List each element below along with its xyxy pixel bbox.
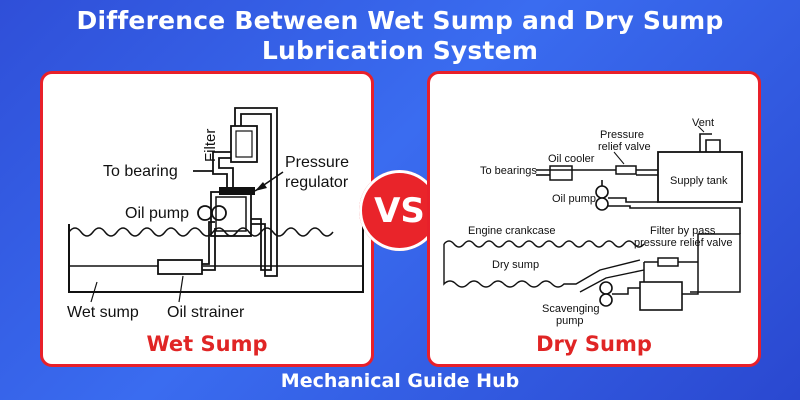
label-wet-sump: Wet sump <box>67 304 139 321</box>
scavenging-pump-gear-2 <box>599 293 613 307</box>
label-to-bearing: To bearing <box>103 163 178 180</box>
oil-surface-wave <box>68 227 334 237</box>
oil-strainer-shape <box>157 259 203 275</box>
label-scavenging: Scavenging <box>542 303 600 315</box>
label-dry-sump: Dry sump <box>492 259 539 271</box>
oil-pump-gear-2 <box>211 205 227 221</box>
wet-sump-panel: Filter To bearing Pressure regulator Oil… <box>40 71 374 367</box>
page-title: Difference Between Wet Sump and Dry Sump… <box>0 6 800 66</box>
filter-box <box>230 125 258 163</box>
dry-sump-panel: Vent Pressure relief valve To bearings O… <box>427 71 761 367</box>
engine-crankcase <box>443 240 645 248</box>
label-relief-valve: relief valve <box>598 141 651 153</box>
label-filter: Filter <box>202 129 219 162</box>
oil-pump-gear-1 <box>595 185 609 199</box>
label-engine-crankcase: Engine crankcase <box>468 225 555 237</box>
label-oil-cooler: Oil cooler <box>548 153 595 165</box>
label-pump: pump <box>556 315 584 327</box>
title-line-1: Difference Between Wet Sump and Dry Sump <box>76 6 724 35</box>
label-pressure-relief-valve: pressure relief valve <box>634 237 732 249</box>
label-supply-tank: Supply tank <box>670 175 728 187</box>
dry-sump-caption: Dry Sump <box>536 332 652 356</box>
oil-pump-gear-2 <box>595 197 609 211</box>
oil-cooler <box>549 165 573 181</box>
label-oil-pump: Oil pump <box>125 205 189 222</box>
pressure-regulator <box>219 187 255 195</box>
filter-box <box>639 281 683 311</box>
wet-sump-diagram: Filter To bearing Pressure regulator Oil… <box>67 107 364 321</box>
label-vent: Vent <box>692 117 714 129</box>
sump-walls <box>68 224 364 293</box>
dry-sump-diagram: Vent Pressure relief valve To bearings O… <box>443 117 743 327</box>
label-to-bearings: To bearings <box>480 165 537 177</box>
label-pressure: Pressure <box>600 129 644 141</box>
label-filter-bypass: Filter by pass <box>650 225 716 237</box>
wet-sump-caption: Wet Sump <box>146 332 268 356</box>
title-line-2: Lubrication System <box>261 36 539 65</box>
label-oil-pump: Oil pump <box>552 193 596 205</box>
pressure-relief-valve <box>615 165 637 175</box>
label-regulator: regulator <box>285 174 349 191</box>
vs-badge: VS <box>359 170 440 251</box>
scavenging-pump-gear-1 <box>599 281 613 295</box>
footer-brand: Mechanical Guide Hub <box>280 370 520 392</box>
filter-bypass-valve <box>657 257 679 267</box>
label-pressure: Pressure <box>285 154 349 171</box>
oil-pump-gear-1 <box>197 205 213 221</box>
label-oil-strainer: Oil strainer <box>167 304 245 321</box>
